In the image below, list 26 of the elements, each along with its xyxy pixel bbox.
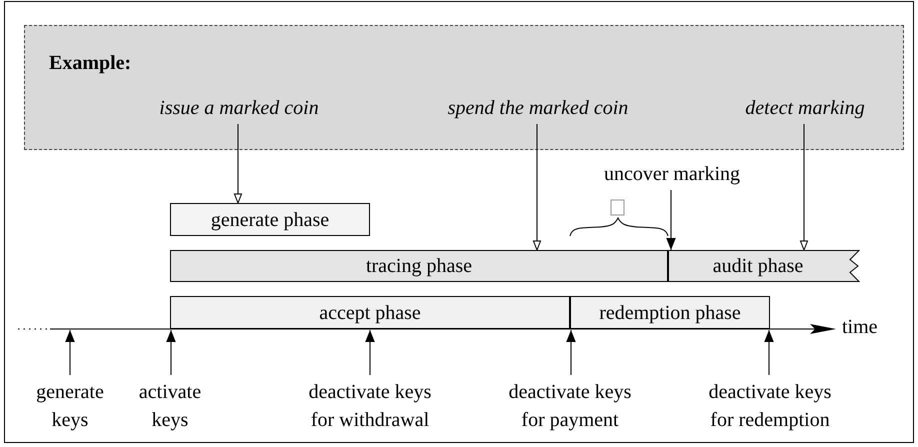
event-label: detect marking	[745, 97, 865, 120]
example-panel	[24, 25, 904, 150]
key-event-label: activate keys	[125, 378, 215, 434]
arrow	[65, 330, 75, 376]
event-label: uncover marking	[604, 163, 740, 186]
arrow	[666, 190, 676, 250]
phase-bar: audit phase	[668, 250, 860, 282]
phase-bar: generate phase	[170, 203, 370, 236]
arrow	[566, 330, 576, 376]
phase-bar: tracing phase	[170, 250, 668, 282]
event-label: issue a marked coin	[159, 97, 319, 120]
key-event-label: deactivate keys for payment	[495, 378, 645, 434]
phase-bar: accept phase	[170, 296, 570, 329]
key-event-label: deactivate keys for redemption	[695, 378, 845, 434]
arrow	[764, 330, 774, 376]
panel-heading: Example:	[49, 52, 132, 75]
arrow	[800, 124, 808, 250]
arrow	[166, 330, 176, 376]
axis-label: time	[842, 316, 878, 339]
arrow	[365, 330, 375, 376]
event-label: spend the marked coin	[448, 97, 628, 120]
arrow	[234, 124, 242, 204]
key-event-label: deactivate keys for withdrawal	[295, 378, 445, 434]
phase-bar: redemption phase	[570, 296, 770, 329]
arrow	[533, 124, 541, 250]
key-event-label: generate keys	[25, 378, 115, 434]
